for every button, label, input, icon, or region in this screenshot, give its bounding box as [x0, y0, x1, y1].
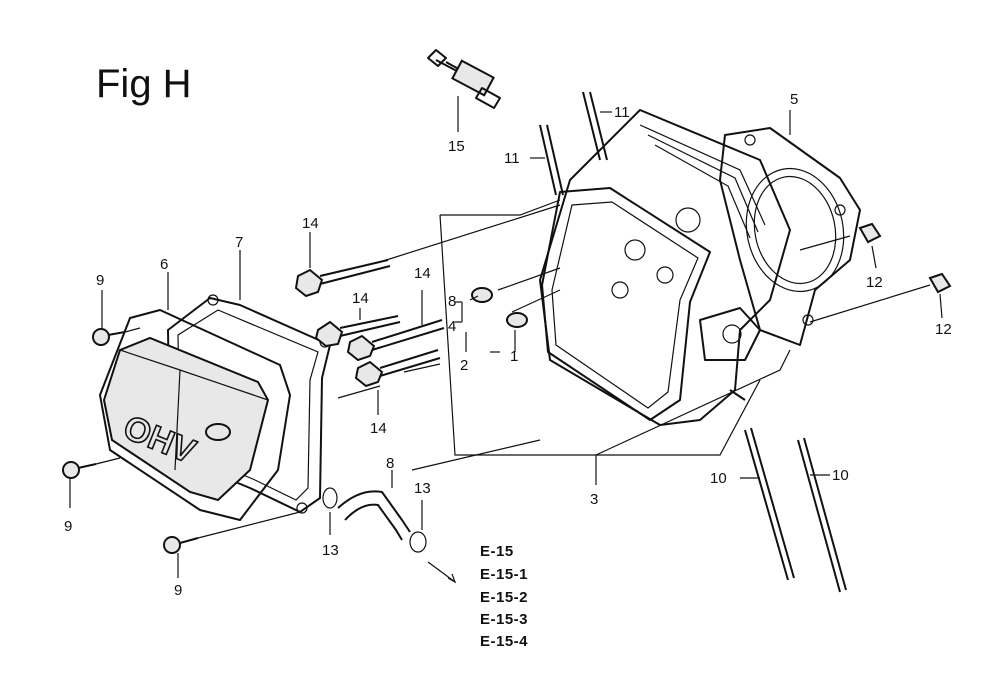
callout-8a: 8: [448, 293, 456, 310]
valve-cover: OHV: [99, 309, 291, 521]
reference-e15-2: E-15-2: [480, 589, 529, 606]
callout-6: 6: [160, 256, 168, 273]
callout-11b: 11: [504, 150, 520, 167]
leader-lines: [69, 110, 943, 584]
reference-e15-1: E-15-1: [480, 566, 529, 583]
callout-14c: 14: [352, 290, 369, 307]
callout-9b: 9: [64, 518, 72, 535]
callout-1: 1: [510, 348, 518, 365]
callout-7: 7: [235, 234, 243, 251]
reference-e15: E-15: [480, 543, 514, 560]
callout-14d: 14: [370, 420, 387, 437]
callout-13b: 13: [414, 480, 431, 497]
valve-components: [471, 287, 528, 328]
callout-12b: 12: [935, 321, 952, 338]
cylinder-head: [539, 109, 791, 426]
callout-11a: 11: [614, 104, 630, 121]
callout-4: 4: [448, 318, 456, 335]
callout-8b: 8: [386, 455, 394, 472]
head-gasket: [719, 127, 861, 346]
reference-e15-4: E-15-4: [480, 633, 529, 650]
callout-14a: 14: [302, 215, 319, 232]
spark-plug: [427, 49, 501, 128]
callout-13a: 13: [322, 542, 339, 559]
dowel-pins: [858, 222, 952, 294]
callout-14b: 14: [414, 265, 431, 282]
callout-numbers: 15 11 11 5 14 14 14 14 9 9 9 6 7 8 4 2 1…: [64, 91, 952, 599]
callout-15: 15: [448, 138, 465, 155]
head-bolts: [294, 259, 445, 388]
callout-2: 2: [460, 357, 468, 374]
callout-9a: 9: [96, 272, 104, 289]
reference-e15-3: E-15-3: [480, 611, 529, 628]
lower-studs: [744, 427, 847, 593]
callout-10a: 10: [710, 470, 727, 487]
cover-bolts: [62, 328, 199, 554]
upper-studs: [539, 91, 608, 196]
callout-3: 3: [590, 491, 598, 508]
callout-12a: 12: [866, 274, 883, 291]
callout-9c: 9: [174, 582, 182, 599]
callout-5: 5: [790, 91, 798, 108]
breather-tube: [322, 487, 427, 553]
callout-10b: 10: [832, 467, 849, 484]
figure-title: Fig H: [96, 62, 192, 106]
